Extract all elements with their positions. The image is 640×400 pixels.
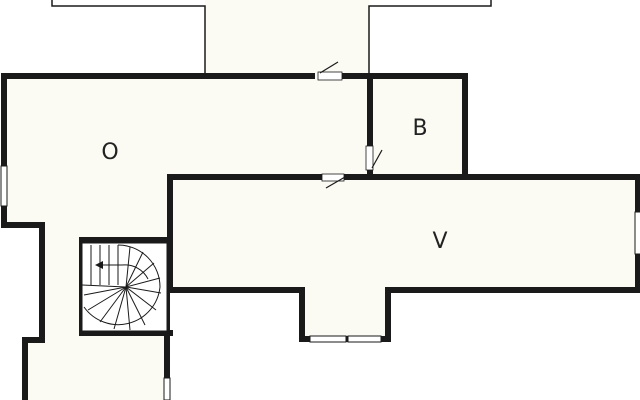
- window-v-right[interactable]: [634, 211, 640, 255]
- door-top-opening[interactable]: [317, 71, 343, 81]
- room-label-v: V: [432, 229, 447, 254]
- door-o-b-opening[interactable]: [365, 145, 374, 171]
- upper-right-outline: [368, 0, 492, 74]
- upper-left-outline: [51, 0, 206, 74]
- stair-tread-3: [125, 262, 155, 288]
- room-b-floor: [368, 76, 465, 177]
- stair-outer-curve: [83, 244, 161, 326]
- stair-direction-arrow: [95, 261, 149, 280]
- wall-top-right: [341, 73, 468, 180]
- stair-arrow-curve: [98, 264, 149, 280]
- stair-tread-11: [87, 286, 127, 311]
- stair-landing-line: [81, 284, 127, 288]
- stair-tread-7: [125, 286, 146, 326]
- door-o-b-leaf: [371, 149, 383, 169]
- room-labels: O B V: [101, 116, 447, 254]
- wall-v-bottom: [167, 287, 640, 342]
- door-top-leaf: [319, 61, 339, 74]
- windows: [0, 165, 640, 400]
- window-bay-left[interactable]: [309, 335, 347, 343]
- stair-tread-10: [99, 286, 127, 323]
- doors: [317, 61, 383, 189]
- stair-tread-1: [125, 246, 131, 288]
- window-o-left[interactable]: [0, 165, 8, 207]
- room-label-b: B: [412, 116, 427, 141]
- stair-tread-4: [125, 277, 161, 288]
- stair-tread-2: [125, 251, 144, 288]
- top-landing-floor: [205, 0, 369, 78]
- upper-outline: [51, 0, 492, 74]
- stair-tread-6: [125, 286, 157, 311]
- wall-o-left-lower: [1, 222, 45, 400]
- window-corridor[interactable]: [163, 377, 171, 400]
- room-v-floor: [170, 177, 638, 339]
- spiral-staircase: [81, 242, 168, 332]
- window-bay-right[interactable]: [347, 335, 382, 343]
- wall-o-v: [167, 174, 323, 293]
- stair-tread-12: [83, 286, 127, 296]
- room-label-o: O: [101, 140, 118, 165]
- door-o-v-leaf: [325, 176, 346, 189]
- stair-tread-8: [125, 286, 131, 331]
- stair-tread-5: [125, 286, 162, 294]
- stair-tread-9: [113, 286, 127, 330]
- stair-arrow-head: [95, 261, 103, 269]
